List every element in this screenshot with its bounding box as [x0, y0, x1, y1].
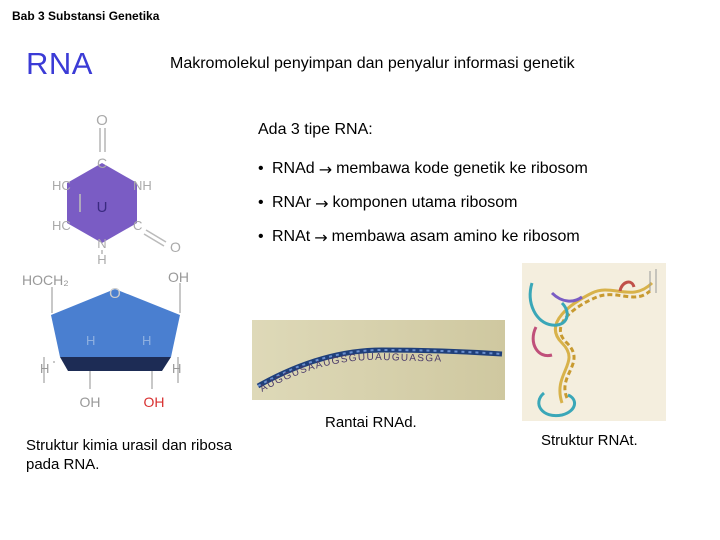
arrow-right-icon: →	[318, 159, 333, 179]
mrna-strand-image: AUGGUSAAUGSGUUAUGUASGA	[252, 320, 505, 400]
bullet-icon: •	[258, 194, 264, 211]
atom-label: NH	[133, 178, 152, 193]
trna-loop-pink	[531, 326, 553, 358]
arrow-right-icon: →	[314, 227, 328, 247]
slide-title: RNA	[26, 46, 93, 81]
rna-types-heading: Ada 3 tipe RNA:	[258, 121, 373, 138]
trna-helix-gold-detail	[559, 289, 651, 399]
atom-label: OH	[168, 269, 189, 285]
rna-type-desc: membawa asam amino ke ribosom	[331, 228, 580, 245]
atom-label-highlight: OH	[144, 394, 165, 410]
uracil-ring	[67, 163, 137, 243]
atom-label: HC	[52, 218, 71, 233]
rna-type-name: RNAd	[272, 160, 315, 177]
atom-label: C	[133, 218, 142, 233]
atom-label: OH	[80, 394, 101, 410]
ribose-structure-diagram: HOCH₂ OH O H H H H OH OH	[22, 269, 189, 410]
mrna-background	[252, 320, 505, 400]
slide-subtitle: Makromolekul penyimpan dan penyalur info…	[170, 55, 575, 72]
trna-structure-image	[522, 263, 666, 421]
atom-label: H	[40, 361, 49, 376]
chapter-label: Bab 3 Substansi Genetika	[12, 9, 160, 23]
atom-label: O	[170, 239, 181, 255]
rna-type-desc: komponen utama ribosom	[332, 194, 518, 211]
trna-anticodon-loop	[537, 391, 576, 418]
atom-label: HC	[52, 178, 71, 193]
trna-loop-teal	[528, 282, 569, 327]
list-item: • RNAd → membawa kode genetik ke ribosom	[258, 152, 588, 186]
atom-label: N	[97, 236, 106, 251]
bullet-icon: •	[258, 228, 264, 245]
atom-label: H	[86, 333, 95, 348]
ring-oxygen-label: O	[109, 285, 121, 302]
trna-helix-gold	[554, 281, 654, 404]
uracil-center-label: U	[97, 199, 108, 216]
rna-type-name: RNAr	[272, 194, 312, 211]
bullet-icon: •	[258, 160, 264, 177]
trna-acceptor-end	[618, 280, 636, 292]
mrna-backbone-detail	[257, 348, 503, 387]
rna-type-desc: membawa kode genetik ke ribosom	[336, 160, 588, 177]
trna-loop-purple	[550, 291, 583, 303]
caption-trna: Struktur RNAt.	[541, 432, 638, 449]
atom-label: C	[97, 155, 107, 171]
atom-label: HOCH₂	[22, 272, 69, 288]
rna-types-list: • RNAd → membawa kode genetik ke ribosom…	[258, 152, 588, 254]
trna-background	[522, 263, 666, 421]
arrow-right-icon: →	[315, 193, 329, 213]
uracil-structure-diagram: O C HC NH HC C O U N H	[52, 112, 181, 267]
ribose-ring	[51, 289, 180, 357]
list-item: • RNAr → komponen utama ribosom	[258, 186, 588, 220]
rna-type-name: RNAt	[272, 228, 311, 245]
caption-uracil-ribose: Struktur kimia urasil dan ribosa pada RN…	[26, 437, 232, 473]
atom-label: H	[142, 333, 151, 348]
ribose-ring-edge	[60, 357, 171, 371]
list-item: • RNAt → membawa asam amino ke ribosom	[258, 220, 588, 254]
atom-label: H	[97, 252, 106, 267]
atom-label: O	[96, 112, 108, 129]
caption-mrna: Rantai RNAd.	[325, 414, 417, 431]
atom-label: H	[172, 361, 181, 376]
